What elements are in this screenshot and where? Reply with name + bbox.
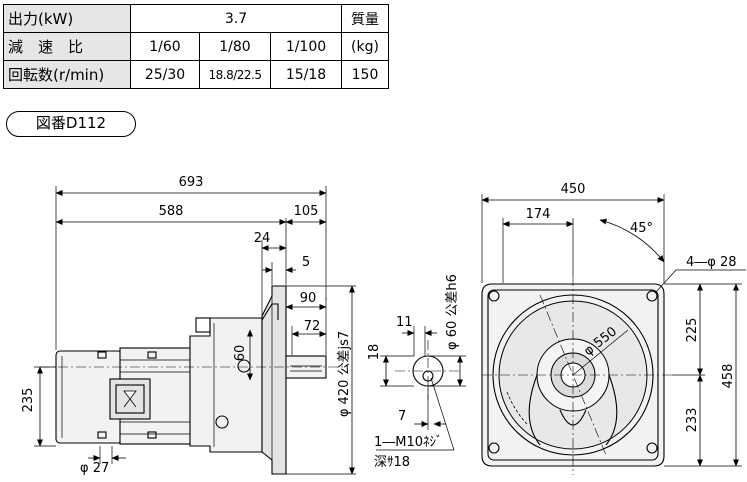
dim-174: 174 xyxy=(526,207,551,222)
speed-value: 25/30 xyxy=(130,60,200,89)
dim-overall-length: 693 xyxy=(179,175,204,190)
mass-label: 質量 xyxy=(341,4,389,33)
dim-body-length: 588 xyxy=(159,204,184,219)
ratio-label: 減 速 比 xyxy=(3,32,131,61)
side-dimensions: 693 588 105 24 5 90 72 60 φ 420 公差js7 23… xyxy=(21,175,356,476)
ratio-value: 1/100 xyxy=(270,32,342,61)
dim-7: 7 xyxy=(398,409,406,424)
speed-value: 18.8/22.5 xyxy=(199,60,271,89)
fan-icon xyxy=(123,390,137,408)
mounting-hole xyxy=(646,290,658,302)
dim-angle-45: 45° xyxy=(630,221,653,236)
gear-housing xyxy=(189,317,263,453)
dim-90: 90 xyxy=(300,291,317,306)
dim-width-450: 450 xyxy=(561,182,586,197)
ratio-value: 1/80 xyxy=(199,32,271,61)
dim-height-458: 458 xyxy=(721,364,736,389)
spec-table: 出力(kW) 3.7 質量 減 速 比 1/60 1/80 1/100 (kg)… xyxy=(3,4,389,89)
table-row: 回転数(r/min) 25/30 18.8/22.5 15/18 150 xyxy=(3,60,389,89)
dim-225: 225 xyxy=(685,318,700,343)
speed-value: 15/18 xyxy=(270,60,342,89)
mounting-hole xyxy=(646,442,658,454)
dim-phi-60: φ 60 公差h6 xyxy=(445,274,460,350)
dim-60: 60 xyxy=(233,345,248,362)
holes-callout: 4―φ 28 xyxy=(686,255,737,270)
mounting-hole xyxy=(488,442,500,454)
shaft-end-view: 11 18 7 φ 60 公差h6 1―M10ﾈｼﾞ 深ｻ18 xyxy=(367,274,466,470)
table-row: 出力(kW) 3.7 質量 xyxy=(3,4,389,33)
mounting-hole xyxy=(488,290,500,302)
table-row: 減 速 比 1/60 1/80 1/100 (kg) xyxy=(3,32,389,61)
dim-72: 72 xyxy=(304,319,321,334)
dim-height-235: 235 xyxy=(21,388,36,413)
dim-18: 18 xyxy=(367,344,382,361)
dim-24: 24 xyxy=(254,231,271,246)
dim-233: 233 xyxy=(685,408,700,433)
mass-unit: (kg) xyxy=(341,32,389,61)
dim-phi-420: φ 420 公差js7 xyxy=(337,331,352,417)
dim-11: 11 xyxy=(396,315,413,330)
mass-value: 150 xyxy=(341,60,389,89)
dim-shaft-length: 105 xyxy=(294,204,319,219)
dim-5: 5 xyxy=(302,255,310,270)
output-label: 出力(kW) xyxy=(3,4,131,33)
speed-label: 回転数(r/min) xyxy=(3,60,131,89)
front-view xyxy=(481,276,672,475)
drawing-number-label: 図番D112 xyxy=(6,111,136,137)
dim-phi-27: φ 27 xyxy=(80,461,109,476)
tap-callout-size: 1―M10ﾈｼﾞ xyxy=(374,435,443,450)
side-view xyxy=(40,285,345,475)
tap-callout-depth: 深ｻ18 xyxy=(374,455,410,470)
